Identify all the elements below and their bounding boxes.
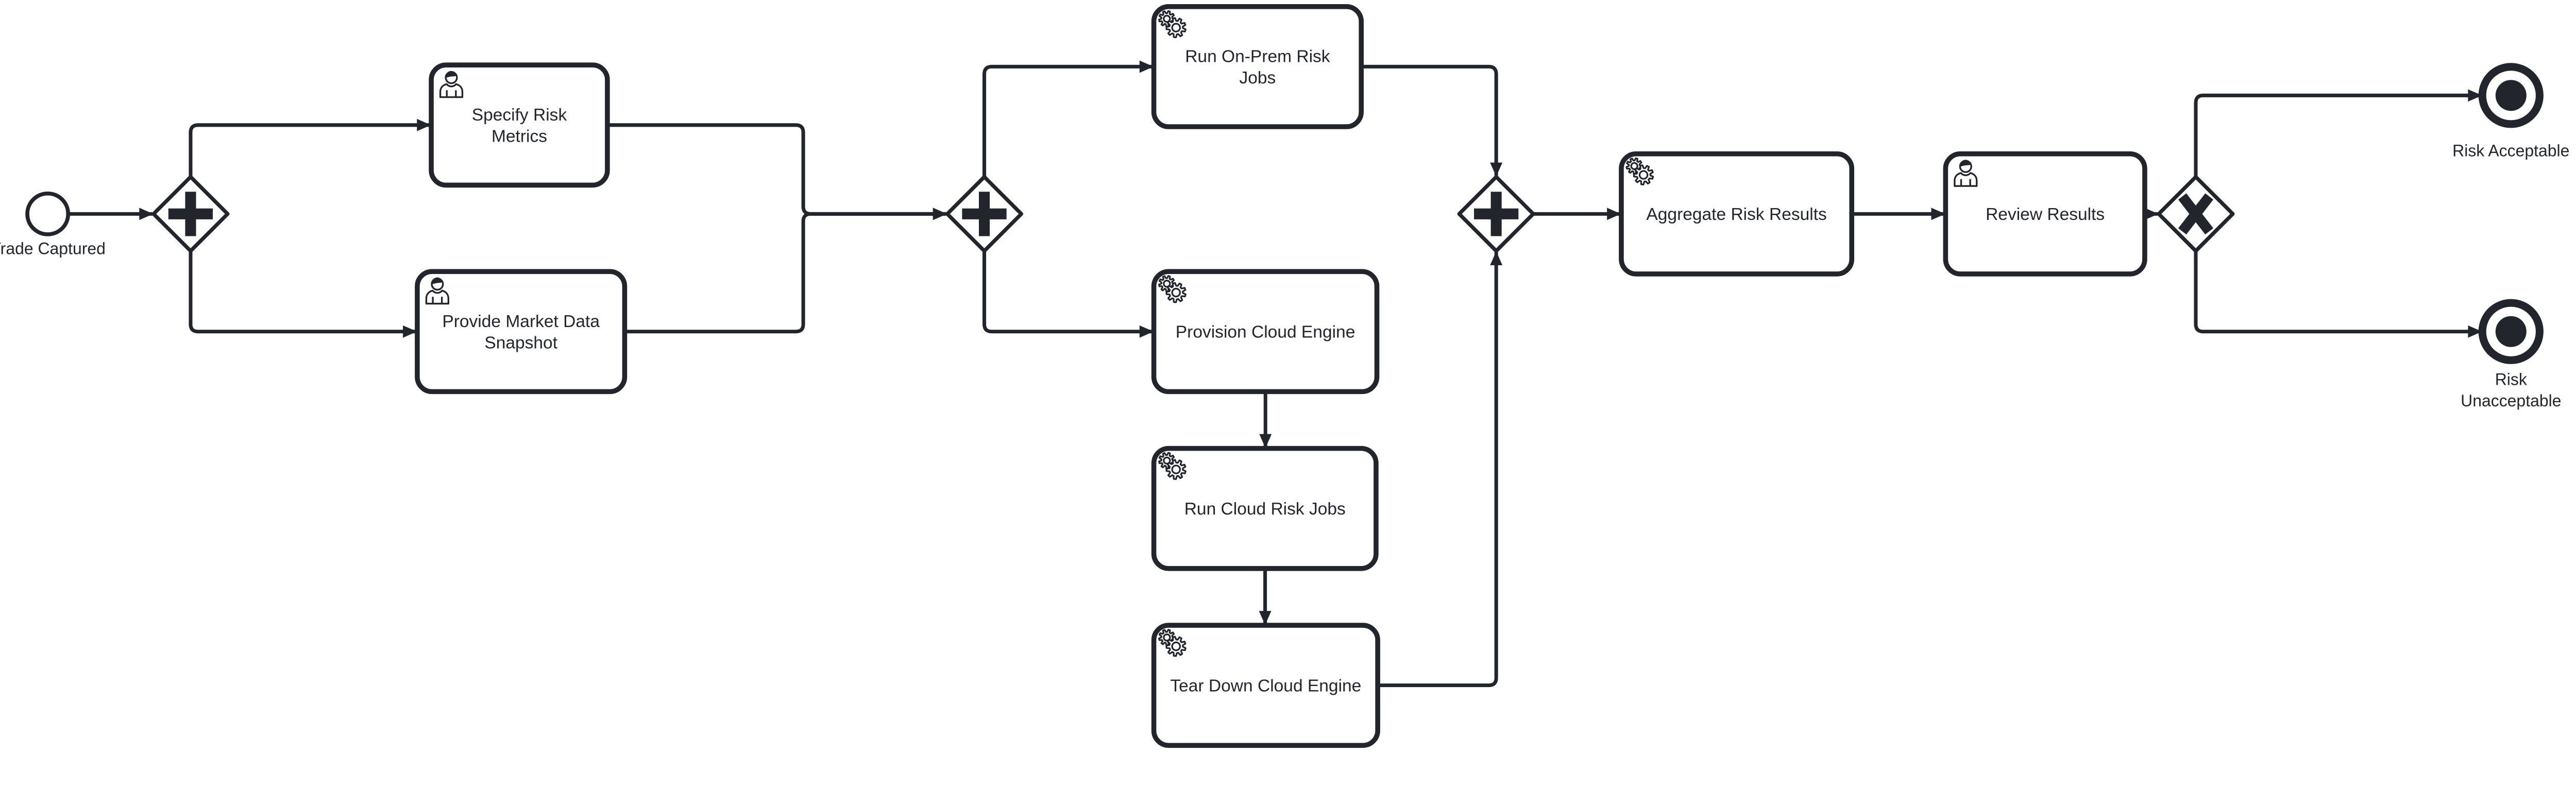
task-provision-cloud-engine[interactable]: Provision Cloud Engine [1151,269,1380,395]
sequence-flow-provide-market-data-snapshot-to-split-2[interactable] [624,208,947,334]
task-review-results[interactable]: Review Results [1943,151,2147,277]
sequence-flow-run-on-prem-risk-jobs-to-join[interactable] [1361,64,1503,177]
parallel-gateway-split-2[interactable] [945,175,1024,253]
label: Tear Down Cloud Engine [1170,676,1361,695]
x-icon [2178,193,2214,235]
parallel-gateway-join[interactable] [1457,175,1535,253]
task-run-cloud-risk-jobs[interactable]: Run Cloud Risk Jobs [1151,446,1379,571]
sequence-flow-split-1-to-specify-risk-metrics[interactable] [189,118,431,177]
terminate-circle-icon [2495,80,2527,111]
sequence-flow-split-2-to-run-on-prem-risk-jobs[interactable] [982,60,1154,177]
label: Trade Captured [0,239,106,258]
label: Provision Cloud Engine [1176,323,1355,342]
sequence-flow-split-1-to-provide-market-data-snapshot[interactable] [189,251,417,338]
plus-icon [962,192,1007,236]
exclusive-gateway-risk-decision[interactable] [2157,175,2235,253]
sequence-flow-split-2-to-provision-cloud-engine[interactable] [982,251,1154,338]
user-icon [439,71,464,98]
start-event-trade-captured[interactable]: Trade Captured [0,191,106,258]
service-gear-icon [1158,629,1187,657]
plus-icon [1474,192,1519,236]
end-event-risk-acceptable[interactable]: Risk Acceptable [2452,63,2569,160]
label: Review Results [1986,205,2105,224]
sequence-flow-tear-down-cloud-engine-to-join[interactable] [1378,251,1503,688]
sequence-flows [68,60,2482,688]
sequence-flow-risk-decision-to-risk-unacceptable[interactable] [2194,251,2482,338]
task-aggregate-risk-results[interactable]: Aggregate Risk Results [1619,151,1855,277]
label: Run Cloud Risk Jobs [1184,500,1346,519]
service-gear-icon [1158,10,1187,39]
parallel-gateway-split-1[interactable] [151,175,230,253]
terminate-circle-icon [2495,316,2527,347]
sequence-flow-specify-risk-metrics-to-split-2[interactable] [607,123,947,220]
user-icon [425,277,449,305]
label: Risk Acceptable [2452,142,2569,160]
service-gear-icon [1625,157,1654,186]
sequence-flow-risk-decision-to-risk-acceptable[interactable] [2194,89,2482,177]
plus-icon [168,192,213,236]
user-icon [1954,160,1978,187]
task-tear-down-cloud-engine[interactable]: Tear Down Cloud Engine [1151,623,1380,748]
service-gear-icon [1158,452,1187,480]
service-gear-icon [1158,275,1187,303]
label: Aggregate Risk Results [1646,205,1826,224]
